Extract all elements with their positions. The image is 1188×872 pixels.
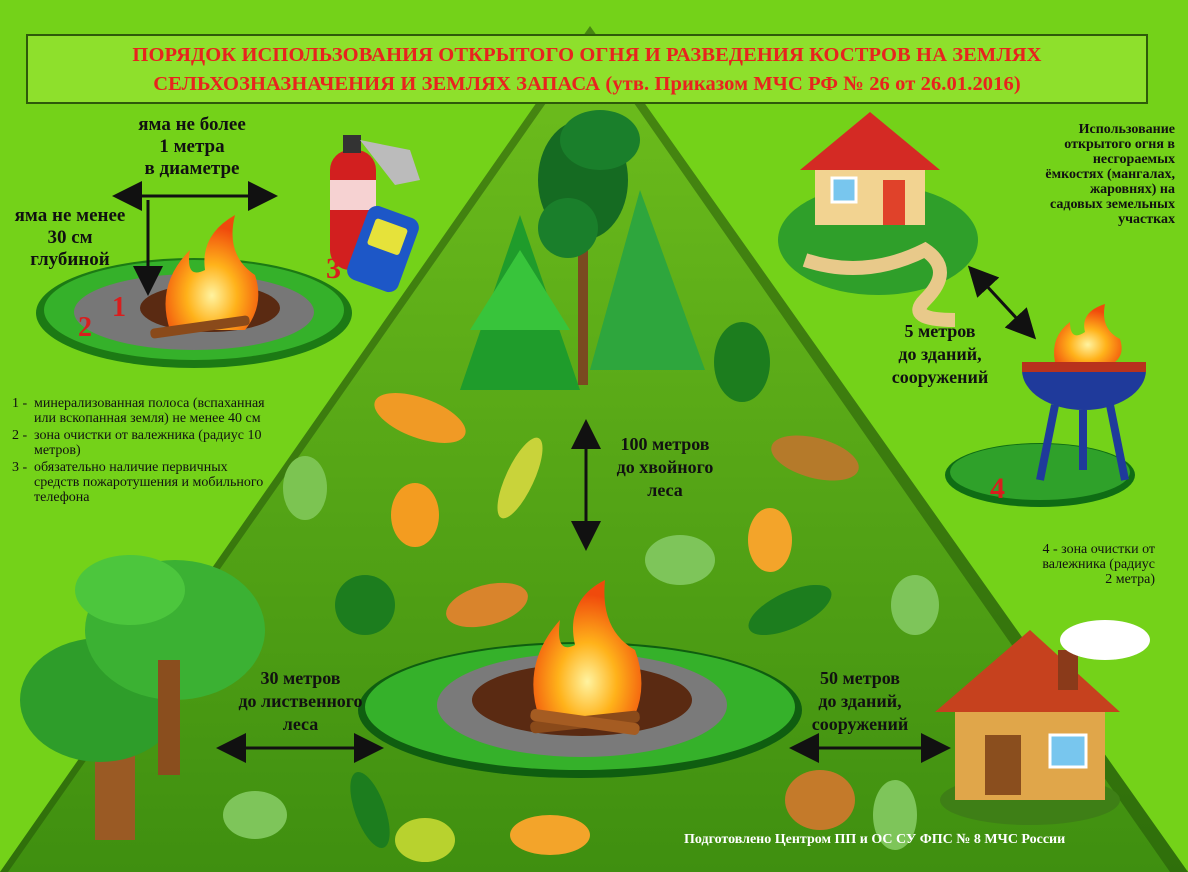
marker-1: 1	[112, 292, 126, 323]
marker-4: 4	[990, 472, 1005, 505]
mobile-phone-icon	[347, 205, 419, 293]
credit-text: Подготовлено Центром ПП и ОС СУ ФПС № 8 …	[684, 832, 1066, 847]
central-bonfire	[358, 580, 802, 778]
arrow-5m	[967, 265, 1037, 340]
poster-title: ПОРЯДОК ИСПОЛЬЗОВАНИЯ ОТКРЫТОГО ОГНЯ И Р…	[26, 34, 1148, 104]
marker-2: 2	[78, 312, 92, 343]
title-line-2: СЕЛЬХОЗНАЗНАЧЕНИЯ И ЗЕМЛЯХ ЗАПАСА (утв. …	[153, 73, 1021, 95]
legend: 1 - минерализованная полоса (вспаханная …	[12, 396, 267, 507]
conifer-forest	[460, 110, 705, 390]
pit-arrows	[112, 181, 278, 296]
house-garden-icon	[778, 112, 978, 327]
legend-item-2: 2 - зона очистки от валежника (радиус 10…	[12, 428, 262, 458]
legend-item-1: 1 - минерализованная полоса (вспаханная …	[12, 396, 265, 426]
distance-conifer-label: 100 метров до хвойного леса	[616, 434, 714, 500]
deciduous-forest	[20, 555, 265, 840]
distance-deciduous-label: 30 метров до лиственного леса	[238, 668, 363, 734]
distance-buildings5-label: 5 метров до зданий, сооружений	[891, 321, 989, 387]
pit-depth-label: яма не менее 30 см глубиной	[14, 205, 126, 270]
house-icon	[935, 620, 1150, 825]
marker-3: 3	[326, 252, 341, 285]
leaves-decoration	[223, 322, 939, 862]
garden-usage-text: Использование открытого огня в несгораем…	[1045, 122, 1175, 227]
grill-icon	[945, 304, 1146, 507]
pit-diameter-label: яма не более 1 метра в диаметре	[138, 114, 246, 179]
title-line-1: ПОРЯДОК ИСПОЛЬЗОВАНИЯ ОТКРЫТОГО ОГНЯ И Р…	[132, 44, 1042, 66]
distance-buildings50-label: 50 метров до зданий, сооружений	[811, 668, 909, 734]
zone4-text: 4 - зона очистки от валежника (радиус 2 …	[1042, 542, 1155, 587]
legend-item-3: 3 - обязательно наличие первичных средст…	[12, 460, 264, 505]
pit-illustration	[36, 215, 352, 368]
